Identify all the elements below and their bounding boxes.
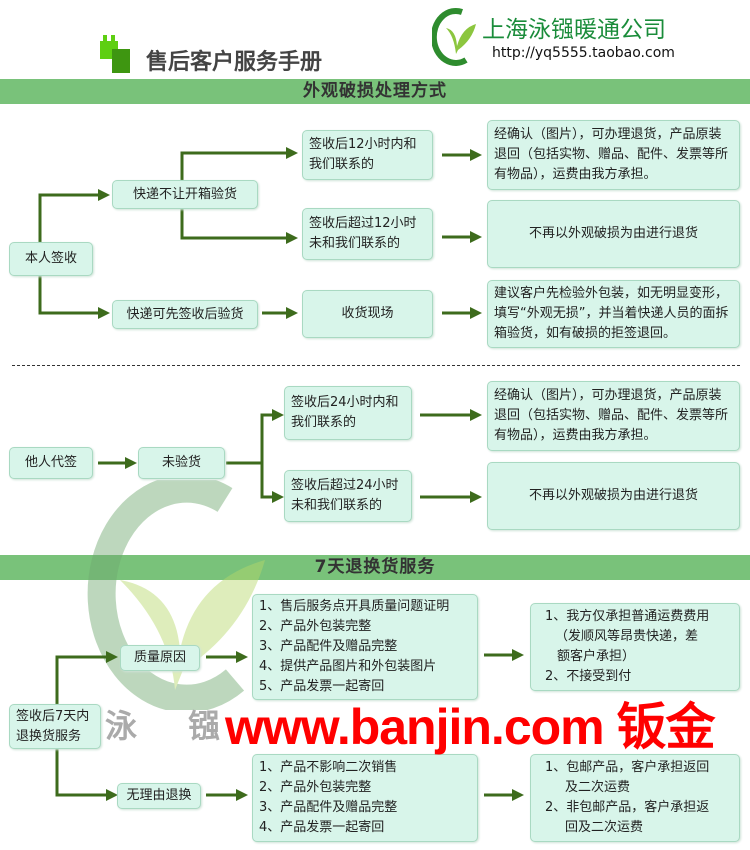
list-item: 1、我方仅承担普通运费费用 xyxy=(545,609,710,624)
node-sign-first: 快递可先签收后验货 xyxy=(112,300,258,329)
list-item: 1、售后服务点开具质量问题证明 xyxy=(259,599,450,614)
node-over-12h: 签收后超过12小时未和我们联系的 xyxy=(302,208,433,260)
node-quality: 质量原因 xyxy=(120,645,200,671)
result-no-refund-2: 不再以外观破损为由进行退货 xyxy=(487,462,740,530)
list-item: 2、产品外包装完整 xyxy=(259,619,372,634)
list-item: 1、产品不影响二次销售 xyxy=(259,760,398,775)
background-logo-text: 泳 镪 xyxy=(105,707,241,745)
node-proxy-sign: 他人代签 xyxy=(9,447,93,479)
company-name: 上海泳镪暖通公司 xyxy=(482,17,666,43)
result-refund: 经确认（图片），可办理退货，产品原装退回（包括实物、赠品、配件、发票等所有物品）… xyxy=(487,120,740,190)
node-7day-root: 签收后7天内退换货服务 xyxy=(9,704,101,749)
noreason-terms: 1、包邮产品，客户承担返回 及二次运费 2、非包邮产品，客户承担返 回及二次运费 xyxy=(530,754,740,842)
node-no-reason: 无理由退换 xyxy=(117,783,201,809)
node-over-24h: 签收后超过24小时未和我们联系的 xyxy=(284,470,412,522)
result-refund-2: 经确认（图片），可办理退货，产品原装退回（包括实物、赠品、配件、发票等所有物品）… xyxy=(487,381,740,451)
list-item: 额客户承担） xyxy=(557,649,636,664)
list-item: 回及二次运费 xyxy=(565,820,644,835)
result-no-refund: 不再以外观破损为由进行退货 xyxy=(487,200,740,268)
quality-terms: 1、我方仅承担普通运费费用 （发顺风等昂贵快递，差 额客户承担） 2、不接受到付 xyxy=(530,603,740,691)
list-item: （发顺风等昂贵快递，差 xyxy=(555,629,699,644)
company-logo xyxy=(432,7,476,66)
node-within-12h: 签收后12小时内和我们联系的 xyxy=(302,130,433,180)
list-item: 2、非包邮产品，客户承担返 xyxy=(545,800,710,815)
node-not-inspected: 未验货 xyxy=(138,447,225,479)
list-item: 及二次运费 xyxy=(565,780,631,795)
node-self-sign: 本人签收 xyxy=(9,242,93,276)
header-icon xyxy=(100,35,130,73)
node-no-open: 快递不让开箱验货 xyxy=(112,180,258,209)
page-title: 售后客户服务手册 xyxy=(146,50,323,75)
background-logo xyxy=(87,480,265,710)
watermark-text: www.banjin.com 钣金 xyxy=(225,699,716,755)
quality-requirements: 1、售后服务点开具质量问题证明 2、产品外包装完整 3、产品配件及赠品完整 4、… xyxy=(252,594,478,700)
noreason-requirements: 1、产品不影响二次销售 2、产品外包装完整 3、产品配件及赠品完整 4、产品发票… xyxy=(252,754,478,842)
list-item: 4、产品发票一起寄回 xyxy=(259,820,385,835)
section-title-damage: 外观破损处理方式 xyxy=(0,79,750,104)
list-item: 3、产品配件及赠品完整 xyxy=(259,639,398,654)
list-item: 1、包邮产品，客户承担返回 xyxy=(545,760,710,775)
dashed-divider xyxy=(12,365,740,366)
list-item: 5、产品发票一起寄回 xyxy=(259,679,385,694)
result-inspect: 建议客户先检验外包装，如无明显变形，填写“外观无损”，并当着快递人员的面拆箱验货… xyxy=(487,280,740,348)
node-onsite: 收货现场 xyxy=(302,290,433,338)
company-url[interactable]: http://yq5555.taobao.com xyxy=(492,45,675,61)
node-within-24h: 签收后24小时内和我们联系的 xyxy=(284,386,412,440)
list-item: 2、不接受到付 xyxy=(545,669,632,684)
list-item: 2、产品外包装完整 xyxy=(259,780,372,795)
list-item: 3、产品配件及赠品完整 xyxy=(259,800,398,815)
section-title-7day: 7天退换货服务 xyxy=(0,555,750,580)
list-item: 4、提供产品图片和外包装图片 xyxy=(259,659,437,674)
